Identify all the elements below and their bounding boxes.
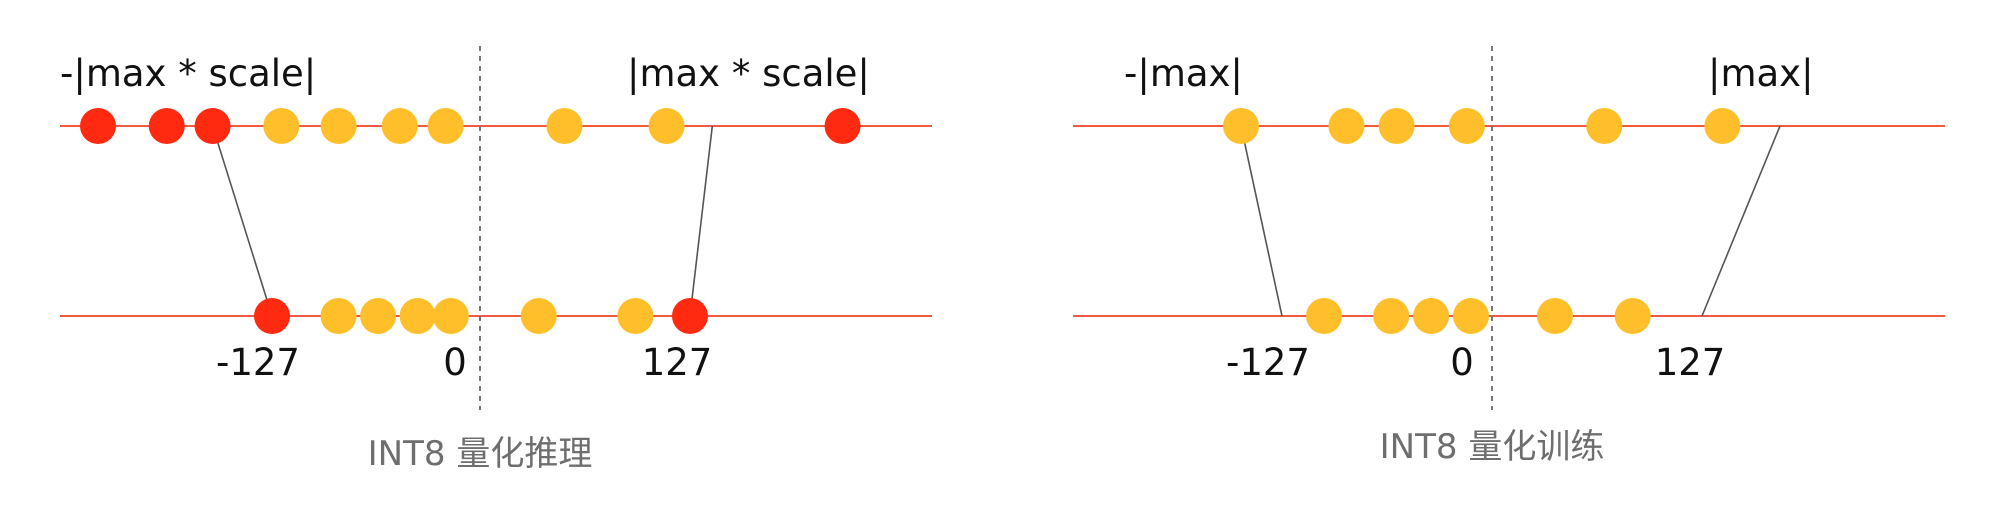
int8-point-kept-4 xyxy=(432,298,469,334)
fp32-points xyxy=(80,108,861,144)
panel-caption: INT8 量化训练 xyxy=(1380,427,1605,467)
fp32-point-kept-4 xyxy=(320,108,357,144)
top-left-label: -|max| xyxy=(1124,52,1243,95)
int8-point-kept-2 xyxy=(1413,298,1450,334)
fp32-point-clipped-9 xyxy=(824,108,861,144)
mapping-line-1 xyxy=(689,125,714,317)
fp32-point-kept-7 xyxy=(546,108,583,144)
int8-point-kept-6 xyxy=(617,298,654,334)
panel-int8-inference: -|max * scale| |max * scale| -127 0 127 … xyxy=(60,46,932,474)
fp32-point-kept-5 xyxy=(1704,108,1741,144)
fp32-point-kept-3 xyxy=(1448,108,1485,144)
tick-label-127: 127 xyxy=(642,341,713,384)
fp32-point-kept-8 xyxy=(648,108,685,144)
int8-point-clipped-7 xyxy=(672,298,708,334)
fp32-point-kept-2 xyxy=(1378,108,1415,144)
int8-points xyxy=(254,298,708,334)
fp32-point-kept-0 xyxy=(1223,108,1259,144)
fp32-point-clipped-0 xyxy=(80,108,116,144)
mapping-lines xyxy=(211,125,714,317)
panel-caption: INT8 量化推理 xyxy=(368,434,593,474)
panel-int8-training: -|max| |max| -127 0 127 INT8 量化训练 xyxy=(1073,46,1945,467)
fp32-point-kept-3 xyxy=(263,108,300,144)
int8-point-kept-5 xyxy=(520,298,557,334)
top-right-label: |max| xyxy=(1708,52,1814,95)
mapping-lines xyxy=(1240,125,1781,317)
mapping-line-1 xyxy=(1701,125,1781,317)
tick-label-zero: 0 xyxy=(443,341,467,384)
tick-label-127: 127 xyxy=(1655,341,1726,384)
fp32-point-kept-4 xyxy=(1586,108,1623,144)
tick-label-zero: 0 xyxy=(1450,341,1474,384)
fp32-point-clipped-2 xyxy=(194,108,231,144)
int8-point-kept-2 xyxy=(360,298,397,334)
int8-point-kept-1 xyxy=(320,298,357,334)
fp32-point-kept-6 xyxy=(427,108,464,144)
top-right-label: |max * scale| xyxy=(627,52,870,95)
mapping-line-0 xyxy=(211,125,273,317)
fp32-point-kept-1 xyxy=(1328,108,1365,144)
int8-point-clipped-0 xyxy=(254,298,290,334)
top-left-label: -|max * scale| xyxy=(60,52,316,95)
tick-label-neg127: -127 xyxy=(1226,341,1310,384)
tick-label-neg127: -127 xyxy=(216,341,300,384)
int8-points xyxy=(1306,298,1651,334)
int8-point-kept-5 xyxy=(1614,298,1651,334)
int8-point-kept-1 xyxy=(1373,298,1410,334)
int8-point-kept-3 xyxy=(399,298,436,334)
fp32-point-kept-5 xyxy=(381,108,418,144)
int8-point-kept-4 xyxy=(1537,298,1573,334)
mapping-line-0 xyxy=(1240,125,1283,317)
int8-point-kept-0 xyxy=(1306,298,1342,334)
int8-point-kept-3 xyxy=(1453,298,1489,334)
fp32-point-clipped-1 xyxy=(148,108,185,144)
fp32-points xyxy=(1223,108,1741,144)
